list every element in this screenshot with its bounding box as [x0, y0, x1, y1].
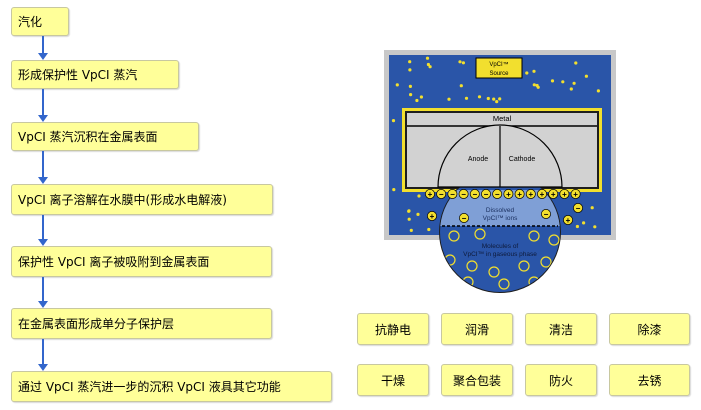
- metal-label: Metal: [493, 114, 512, 123]
- flow-arrow: [37, 215, 49, 246]
- vapor-particle: [576, 225, 579, 228]
- vapor-particle: [410, 229, 413, 232]
- vapor-particle: [408, 218, 411, 221]
- vapor-particle: [427, 228, 430, 231]
- flow-step-form-vapor: 形成保护性 VpCI 蒸汽: [11, 60, 179, 89]
- ion-sign: −: [495, 190, 500, 199]
- vapor-particle: [392, 188, 395, 191]
- vapor-particle: [585, 75, 588, 78]
- gas-label: Molecules of: [482, 243, 519, 250]
- vapor-particle: [408, 68, 411, 71]
- vapor-particle: [460, 84, 463, 87]
- vapor-particle: [465, 97, 468, 100]
- vapor-particle: [573, 82, 576, 85]
- vapor-particle: [487, 97, 490, 100]
- function-cleaning: 清洁: [525, 313, 597, 345]
- vapor-particle: [417, 194, 420, 197]
- ion-sign: +: [573, 190, 578, 199]
- vapor-particle: [420, 95, 423, 98]
- ion-sign: +: [551, 190, 556, 199]
- vapor-particle: [407, 210, 410, 213]
- vapor-particle: [533, 83, 536, 86]
- vapor-particle: [396, 83, 399, 86]
- vapor-particle: [426, 57, 429, 60]
- ion-sign: −: [461, 190, 466, 199]
- source-label: VpCI™: [489, 61, 508, 68]
- ion-sign: −: [462, 214, 467, 223]
- ion-sign: +: [428, 190, 433, 199]
- vapor-particle: [525, 71, 528, 74]
- source-label-2: Source: [489, 71, 509, 77]
- flow-step-vaporization: 汽化: [11, 7, 69, 36]
- vapor-particle: [495, 100, 498, 103]
- vapor-particle: [551, 79, 554, 82]
- vapor-particle: [416, 213, 419, 216]
- vapor-particle: [415, 99, 418, 102]
- vapor-particle: [492, 98, 495, 101]
- vapor-particle: [582, 221, 585, 224]
- vapor-particle: [561, 80, 564, 83]
- vapor-particle: [532, 70, 535, 73]
- flow-step-monolayer: 在金属表面形成单分子保护层: [11, 308, 272, 339]
- ion-sign: −: [439, 190, 444, 199]
- gas-bubble: [431, 243, 441, 253]
- ion-sign: +: [528, 190, 533, 199]
- vapor-particle: [574, 61, 577, 64]
- function-lubrication: 润滑: [441, 313, 513, 345]
- function-drying: 干燥: [357, 364, 429, 396]
- anode-label: Anode: [468, 156, 488, 163]
- vapor-particle: [409, 93, 412, 96]
- flow-arrow: [37, 36, 49, 60]
- vapor-particle: [597, 89, 600, 92]
- gas-label-2: VpCI™ in gaseous phase: [463, 251, 537, 258]
- flow-step-ions-dissolve: VpCI 离子溶解在水膜中(形成水电解液): [11, 184, 273, 215]
- ion-sign: +: [540, 190, 545, 199]
- function-fireproof: 防火: [525, 364, 597, 396]
- vapor-particle: [447, 98, 450, 101]
- ion-sign: −: [472, 190, 477, 199]
- function-rust-removal: 去锈: [609, 364, 690, 396]
- vapor-particle: [458, 60, 461, 63]
- vapor-particle: [409, 85, 412, 88]
- function-paint-removal: 除漆: [609, 313, 690, 345]
- cathode-label: Cathode: [509, 156, 536, 163]
- vapor-particle: [462, 61, 465, 64]
- ion-sign: +: [506, 190, 511, 199]
- flow-arrow: [37, 89, 49, 122]
- vapor-particle: [392, 119, 395, 122]
- ion-sign: −: [576, 204, 581, 213]
- ion-sign: −: [450, 190, 455, 199]
- ion-sign: +: [562, 190, 567, 199]
- ion-sign: −: [484, 190, 489, 199]
- vapor-particle: [427, 63, 430, 66]
- function-polymer-packaging: 聚合包装: [441, 364, 513, 396]
- function-antistatic: 抗静电: [357, 313, 429, 345]
- flow-arrow: [37, 151, 49, 184]
- vapor-particle: [478, 95, 481, 98]
- ion-sign: +: [430, 212, 435, 221]
- ion-sign: +: [566, 216, 571, 225]
- vapor-particle: [537, 86, 540, 89]
- flow-arrow: [37, 277, 49, 308]
- flow-step-further-deposit: 通过 VpCI 蒸汽进一步的沉积 VpCI 液具其它功能: [11, 371, 332, 402]
- vapor-particle: [591, 206, 594, 209]
- flow-step-ions-adsorb: 保护性 VpCI 离子被吸附到金属表面: [11, 246, 272, 277]
- vpci-mechanism-diagram: VpCI™ Source Metal Anode Cathode +−−−−−−…: [384, 50, 616, 295]
- vapor-particle: [408, 60, 411, 63]
- vapor-particle: [570, 87, 573, 90]
- vapor-particle: [498, 97, 501, 100]
- ion-sign: +: [517, 190, 522, 199]
- ion-sign: −: [544, 210, 549, 219]
- dissolved-label-2: VpCI™ ions: [483, 215, 518, 222]
- dissolved-label: Dissolved: [486, 207, 515, 214]
- flow-arrow: [37, 339, 49, 371]
- flow-step-vapor-deposit: VpCI 蒸汽沉积在金属表面: [11, 122, 199, 151]
- vapor-particle: [593, 225, 596, 228]
- gas-bubble: [565, 249, 575, 259]
